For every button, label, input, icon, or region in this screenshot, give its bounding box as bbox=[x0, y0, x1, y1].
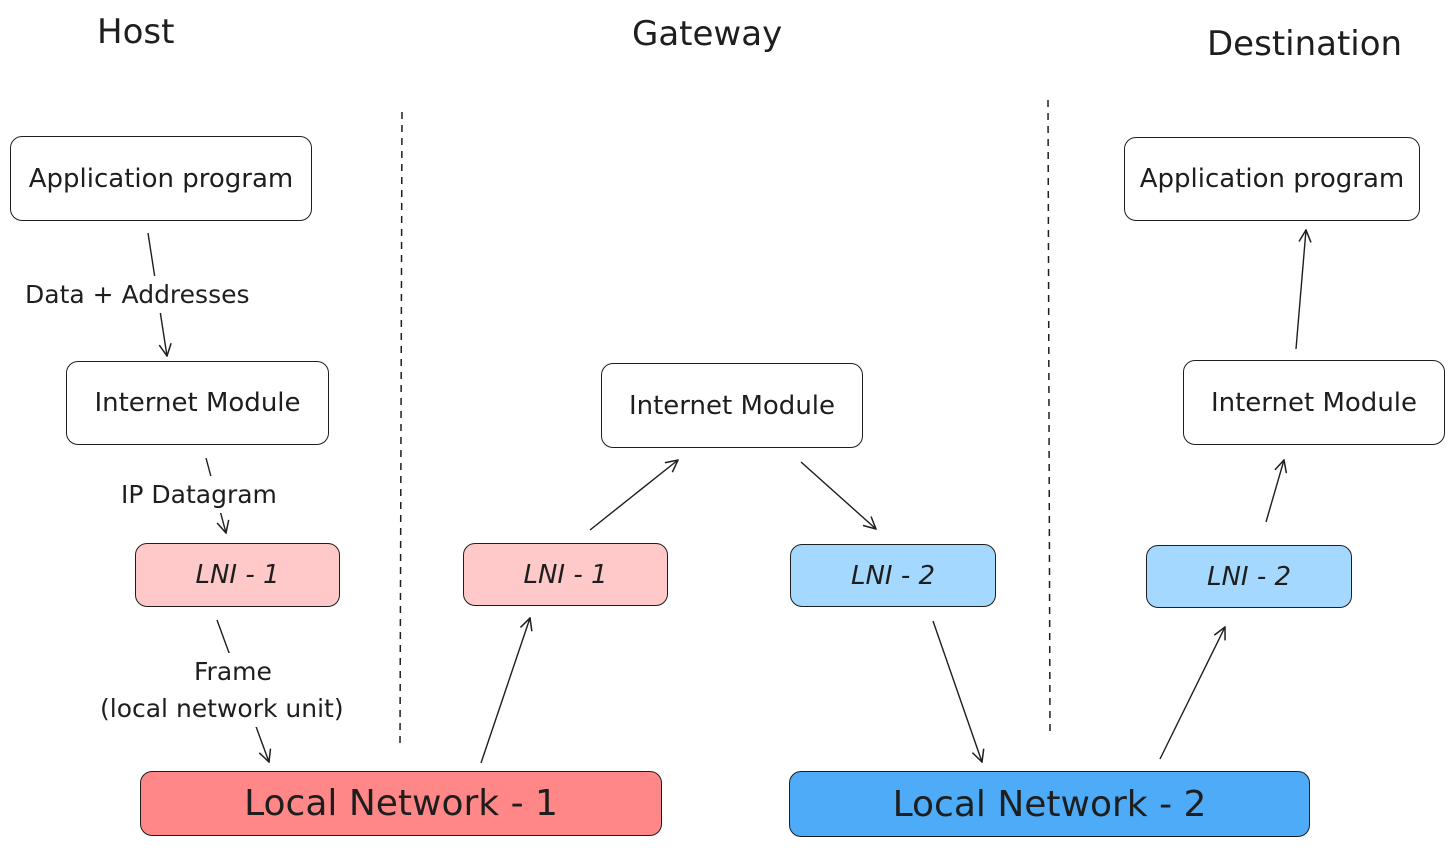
destination-application-program-box: Application program bbox=[1124, 137, 1420, 221]
edge-label-data-addresses: Data + Addresses bbox=[25, 276, 250, 313]
arrow-net2-to-dest-lni bbox=[1159, 627, 1225, 760]
gateway-lni-2-box: LNI - 2 bbox=[790, 544, 996, 607]
edge-label-frame: Frame bbox=[194, 653, 272, 690]
divider-host-gateway bbox=[399, 111, 403, 746]
arrow-dest-module-to-app bbox=[1295, 230, 1306, 350]
gateway-lni-1-box: LNI - 1 bbox=[463, 543, 668, 606]
column-title-gateway: Gateway bbox=[632, 14, 783, 54]
edge-label-local-network-unit: (local network unit) bbox=[100, 690, 344, 727]
local-network-2-box: Local Network - 2 bbox=[789, 771, 1310, 837]
host-application-program-box: Application program bbox=[10, 136, 312, 221]
destination-lni-2-box: LNI - 2 bbox=[1146, 545, 1352, 608]
host-internet-module-box: Internet Module bbox=[66, 361, 329, 445]
host-lni-1-box: LNI - 1 bbox=[135, 543, 340, 607]
arrow-gw-lni2-to-net2 bbox=[932, 620, 982, 762]
column-title-destination: Destination bbox=[1207, 24, 1403, 64]
arrow-gw-lni1-to-module bbox=[589, 460, 678, 531]
arrow-dest-lni-to-module bbox=[1265, 460, 1284, 523]
edge-label-ip-datagram: IP Datagram bbox=[121, 476, 277, 513]
arrow-net1-to-gw-lni1 bbox=[480, 618, 530, 764]
destination-internet-module-box: Internet Module bbox=[1183, 360, 1445, 445]
arrow-module-to-gw-lni2 bbox=[800, 461, 876, 529]
local-network-1-box: Local Network - 1 bbox=[140, 771, 662, 836]
gateway-internet-module-box: Internet Module bbox=[601, 363, 863, 448]
column-title-host: Host bbox=[97, 12, 175, 52]
divider-gateway-destination bbox=[1047, 99, 1051, 733]
